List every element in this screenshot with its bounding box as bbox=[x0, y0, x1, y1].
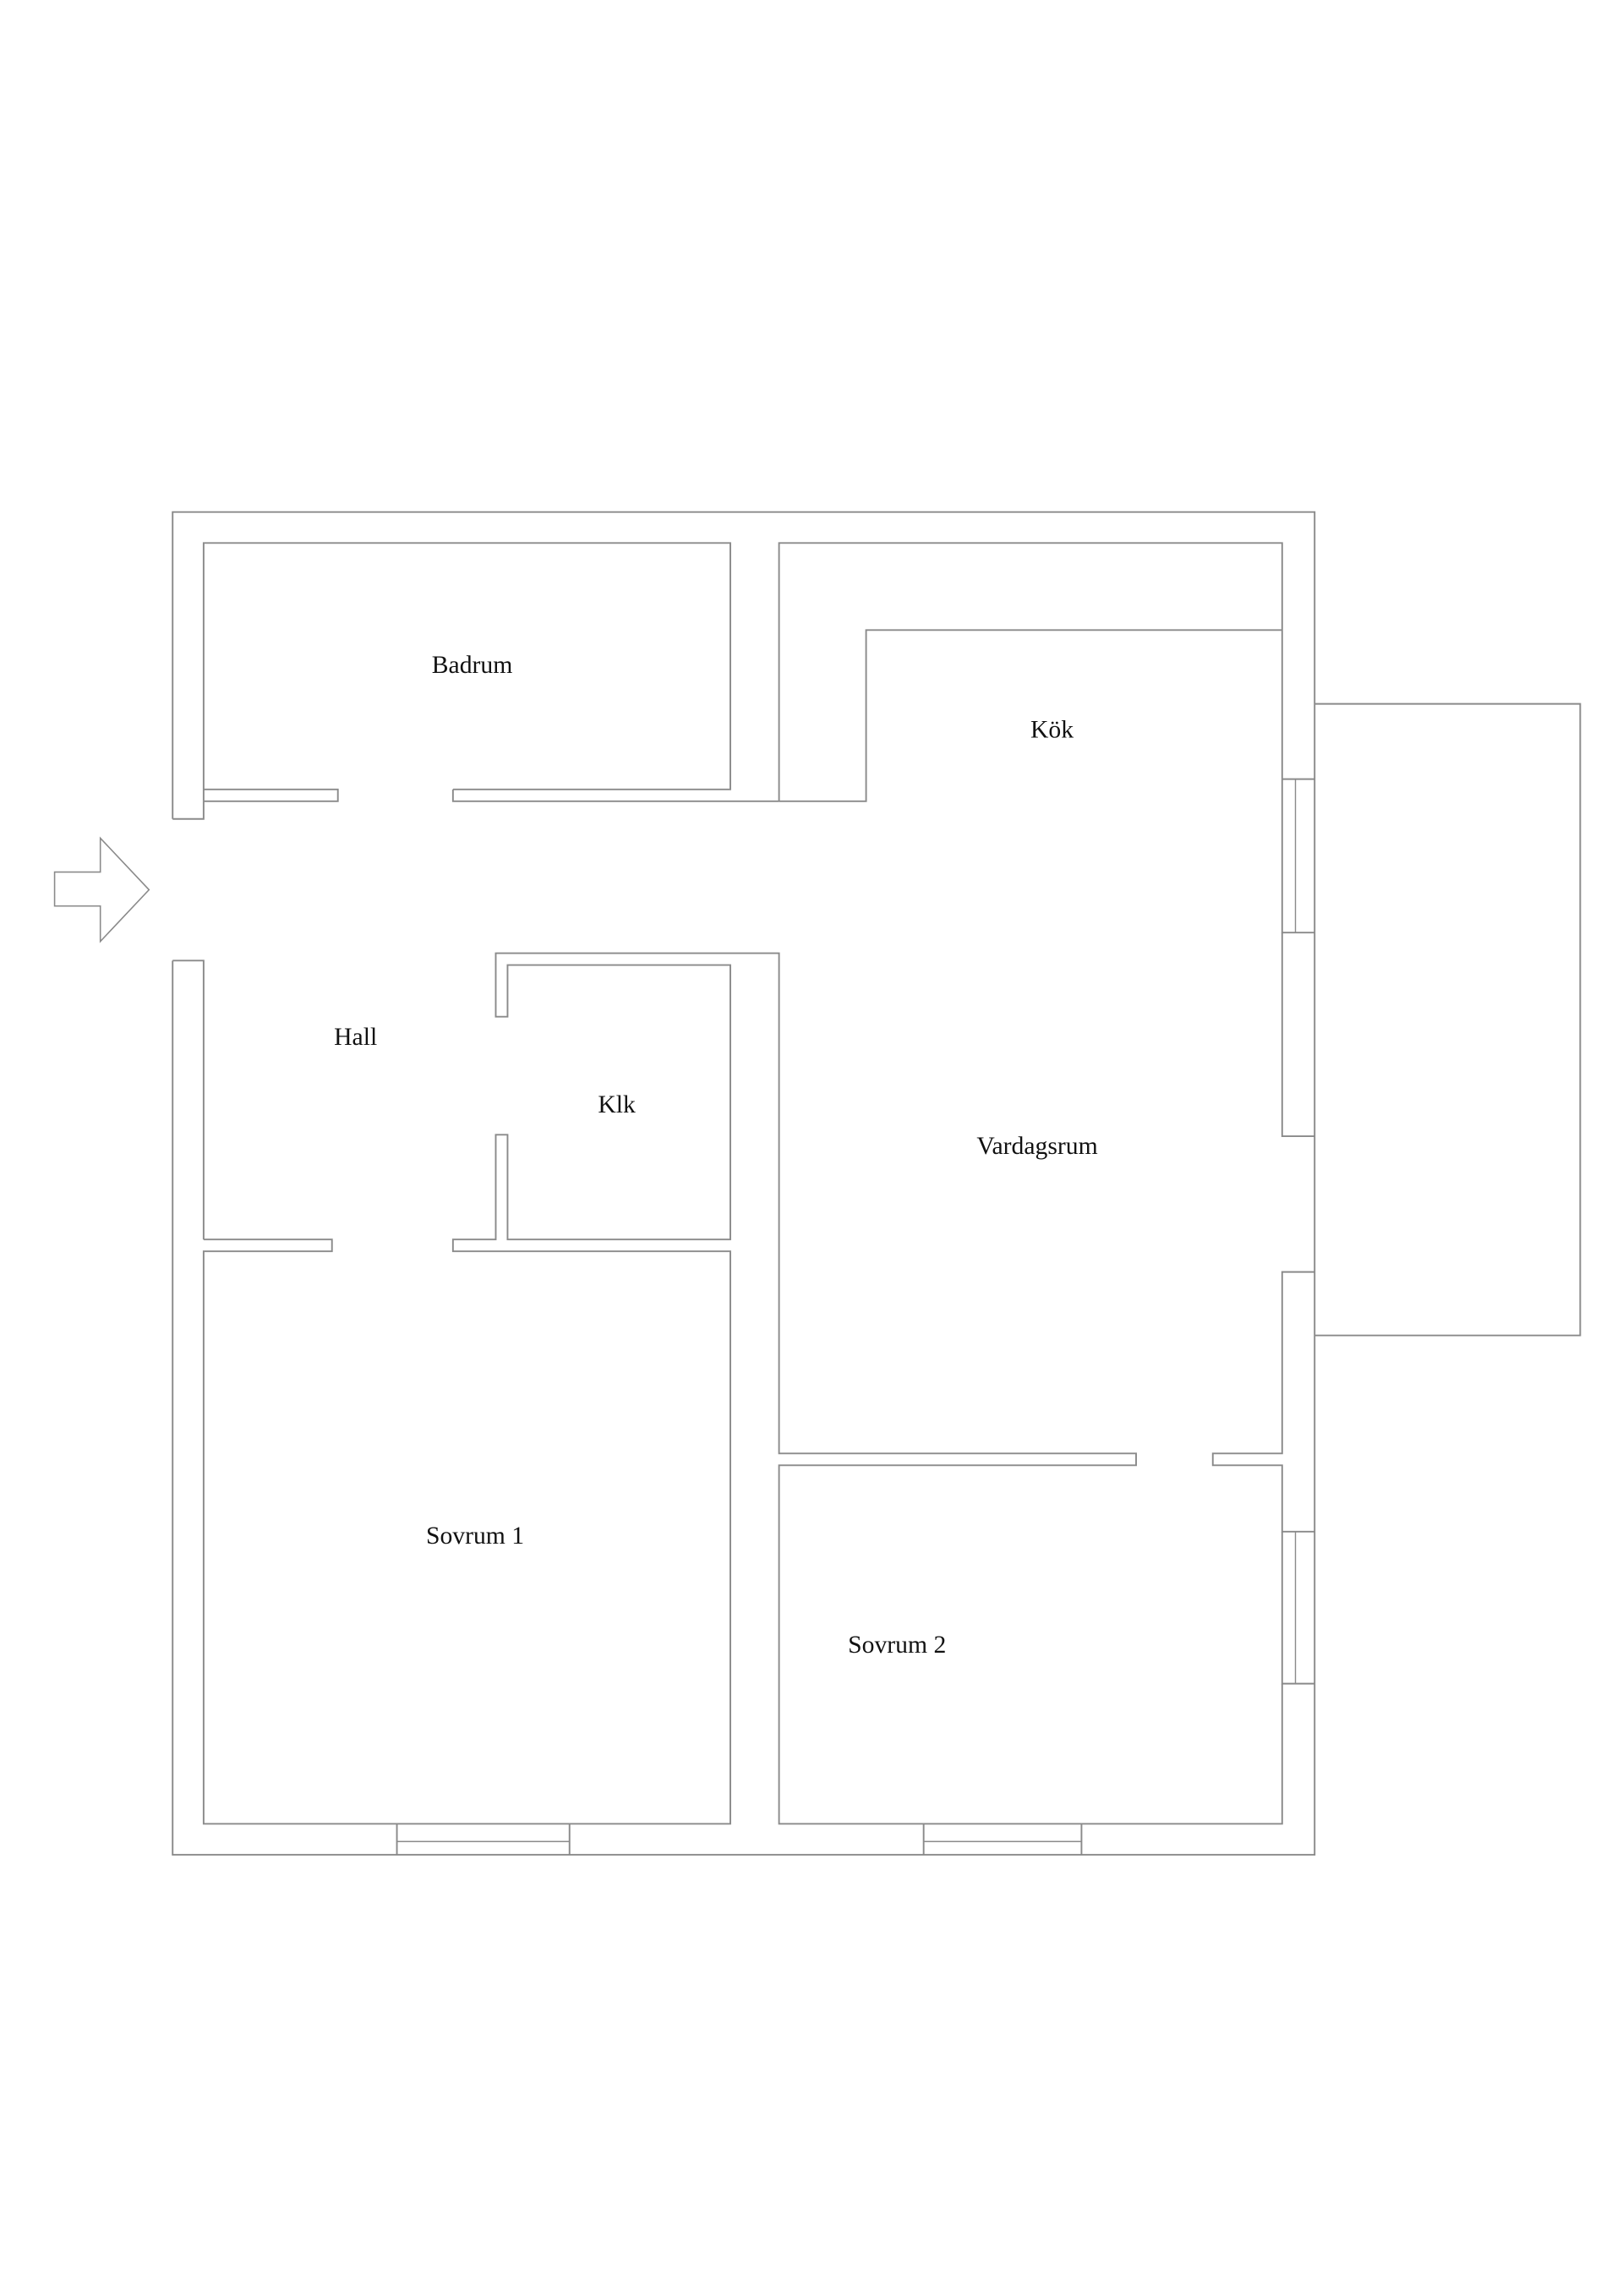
room-label-badrum: Badrum bbox=[432, 652, 513, 679]
room-label-sovrum2: Sovrum 2 bbox=[848, 1632, 946, 1659]
room-label-hall: Hall bbox=[334, 1024, 377, 1051]
bottom-windows bbox=[396, 1823, 1083, 1856]
room-label-kok: Kök bbox=[1030, 717, 1074, 744]
room-kok bbox=[778, 542, 1283, 802]
balcony bbox=[1314, 702, 1582, 1337]
entrance-arrow-icon bbox=[53, 836, 150, 943]
room-label-klk: Klk bbox=[598, 1091, 636, 1118]
room-label-sovrum1: Sovrum 1 bbox=[426, 1522, 524, 1550]
room-label-vardagsrum: Vardagsrum bbox=[976, 1133, 1097, 1160]
outer-wall bbox=[172, 511, 1316, 1856]
right-wall-windows bbox=[202, 778, 1315, 1825]
room-badrum bbox=[202, 542, 779, 802]
